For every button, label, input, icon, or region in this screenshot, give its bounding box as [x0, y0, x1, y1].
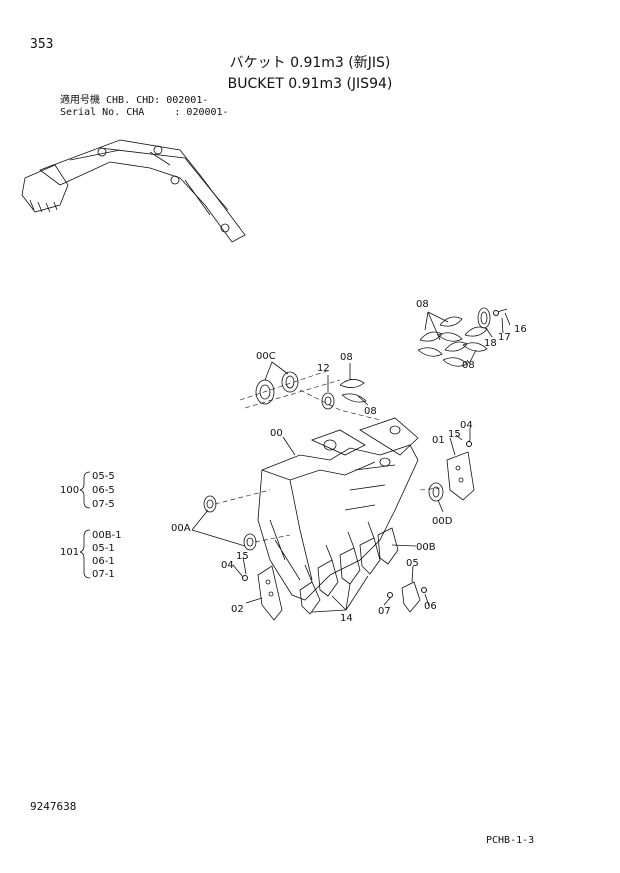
- kit-100-item: 05-5: [92, 471, 115, 482]
- lock-plates-group: [417, 307, 508, 367]
- callout-14: 14: [340, 613, 353, 624]
- kit-100-item: 07-5: [92, 499, 115, 510]
- kit-100: 100 05-5 06-5 07-5: [60, 471, 115, 510]
- excavator-thumbnail: [21, 139, 246, 243]
- page-reference: PCHB-1-3: [486, 835, 535, 846]
- document-number: 9247638: [30, 800, 77, 813]
- kit-101-item: 06-1: [92, 556, 115, 567]
- title-english: BUCKET 0.91m3 (JIS94): [227, 76, 393, 92]
- side-cutter-left: [242, 565, 283, 621]
- kit-101-id: 101: [60, 547, 79, 558]
- bucket-body: [257, 417, 419, 601]
- callout-00D: 00D: [432, 516, 453, 527]
- callout-04: 04: [460, 420, 473, 431]
- callout-01: 01: [432, 435, 445, 446]
- callout-labels: 08 16 17 18 08 00C 12 08 08 00 15 04 01 …: [171, 299, 527, 624]
- callout-17: 17: [498, 332, 511, 343]
- applicability-line: 適用号機 CHB. CHD: 002001-: [60, 95, 209, 106]
- bucket-teeth: [299, 521, 427, 615]
- kit-101-item: 00B-1: [92, 530, 122, 541]
- callout-00B: 00B: [416, 542, 436, 553]
- callout-15: 15: [448, 429, 461, 440]
- callout-00A: 00A: [171, 523, 191, 534]
- callout-06: 06: [424, 601, 437, 612]
- side-cutter-right: [446, 439, 475, 501]
- side-rings: [203, 482, 444, 551]
- callout-15: 15: [236, 551, 249, 562]
- callout-12: 12: [317, 363, 330, 374]
- callout-00: 00: [270, 428, 283, 439]
- callout-00C: 00C: [256, 351, 276, 362]
- callout-08: 08: [364, 406, 377, 417]
- callout-18: 18: [484, 338, 497, 349]
- kit-100-id: 100: [60, 485, 79, 496]
- pin-assembly-upper: [239, 369, 381, 421]
- callout-16: 16: [514, 324, 527, 335]
- title-japanese: バケット 0.91m3 (新JIS): [229, 55, 391, 71]
- callout-07: 07: [378, 606, 391, 617]
- kit-100-item: 06-5: [92, 485, 115, 496]
- kit-101: 101 00B-1 05-1 06-1 07-1: [60, 530, 122, 580]
- kit-braces: [79, 471, 91, 579]
- leader-lines: [191, 312, 511, 613]
- callout-08: 08: [462, 360, 475, 371]
- callout-02: 02: [231, 604, 244, 615]
- serial-line: Serial No. CHA : 020001-: [60, 107, 229, 118]
- callout-04: 04: [221, 560, 234, 571]
- page-number: 353: [30, 37, 54, 52]
- kit-101-item: 07-1: [92, 569, 115, 580]
- callout-08: 08: [416, 299, 429, 310]
- callout-05: 05: [406, 558, 419, 569]
- kit-101-item: 05-1: [92, 543, 115, 554]
- callout-08: 08: [340, 352, 353, 363]
